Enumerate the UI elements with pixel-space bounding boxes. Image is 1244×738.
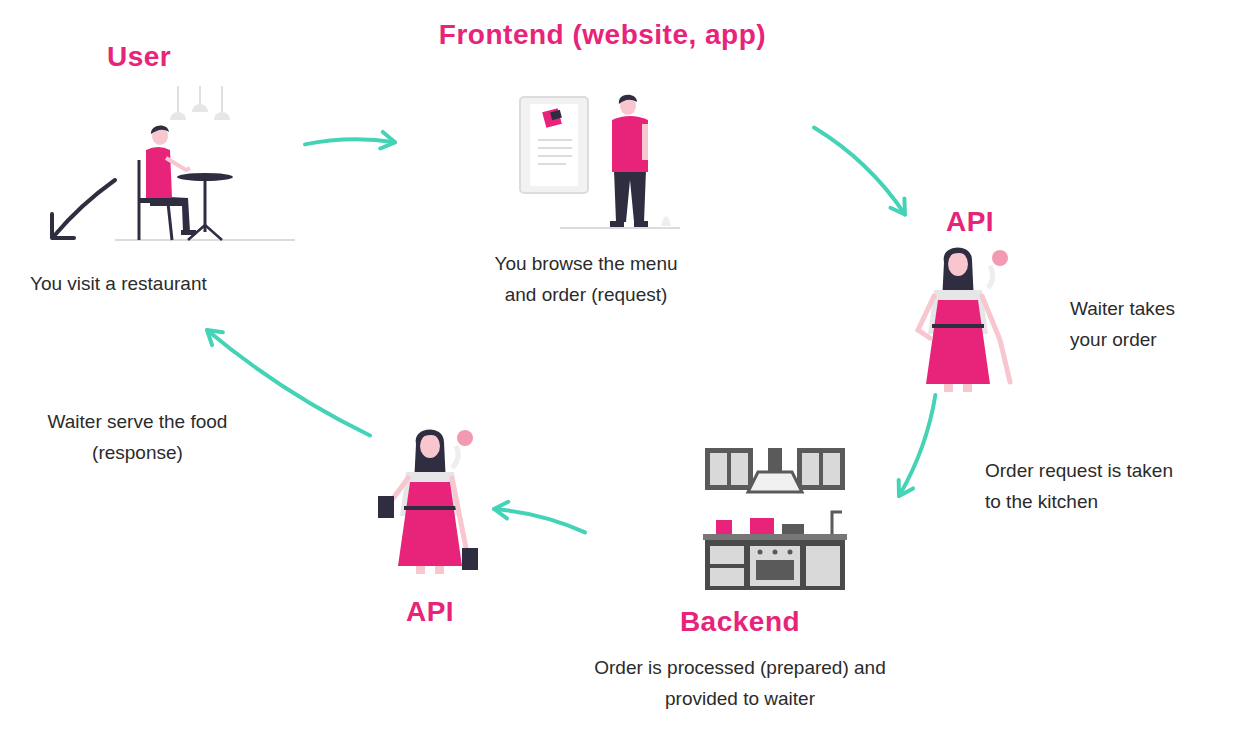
node-caption: You browse the menu and order (request) xyxy=(483,248,689,310)
restaurant-scene xyxy=(115,86,295,240)
waiter-figure xyxy=(918,247,1010,392)
edge-label: Order request is taken to the kitchen xyxy=(985,455,1185,517)
arrow-head xyxy=(207,330,223,345)
menu-scene xyxy=(520,95,680,228)
node-caption: Waiter takes your order xyxy=(1070,293,1205,355)
flow-arrow xyxy=(305,132,395,149)
flow-arrow-line xyxy=(494,509,585,532)
node-caption: Order is processed (prepared) and provid… xyxy=(585,652,895,714)
flow-arrow xyxy=(207,330,370,436)
node-caption: You visit a restaurant xyxy=(30,268,280,299)
flow-arrow-line xyxy=(899,395,935,496)
arrow-head xyxy=(890,199,905,215)
station-node: Frontend (website, app) You browse the me… xyxy=(395,18,814,314)
node-heading: Backend xyxy=(585,605,895,639)
flow-arrow xyxy=(899,395,936,496)
node-heading: API xyxy=(935,205,1005,239)
station-node: UserYou visit a restaurant xyxy=(25,40,305,330)
flow-arrow-line xyxy=(305,139,395,144)
arrow-head xyxy=(899,480,913,496)
node-heading: Frontend (website, app) xyxy=(395,18,810,52)
leader-arrow xyxy=(52,180,115,238)
kitchen-illustration xyxy=(703,448,847,590)
flow-arrow xyxy=(494,502,585,533)
station-node: API xyxy=(370,425,494,635)
flow-arrow-line xyxy=(207,330,370,436)
arrow-head xyxy=(494,502,508,519)
flow-arrow-line xyxy=(814,128,905,215)
edge-label: Waiter serve the food (response) xyxy=(45,406,230,468)
station-node: API Waiter takes your order xyxy=(905,205,1209,395)
station-node: BackendOrder is processed (prepared) and… xyxy=(585,440,899,720)
waiter-figure xyxy=(378,429,478,574)
arrow-head xyxy=(380,132,395,149)
node-heading: User xyxy=(107,40,247,74)
node-heading: API xyxy=(370,595,490,629)
flow-arrow xyxy=(814,128,905,215)
